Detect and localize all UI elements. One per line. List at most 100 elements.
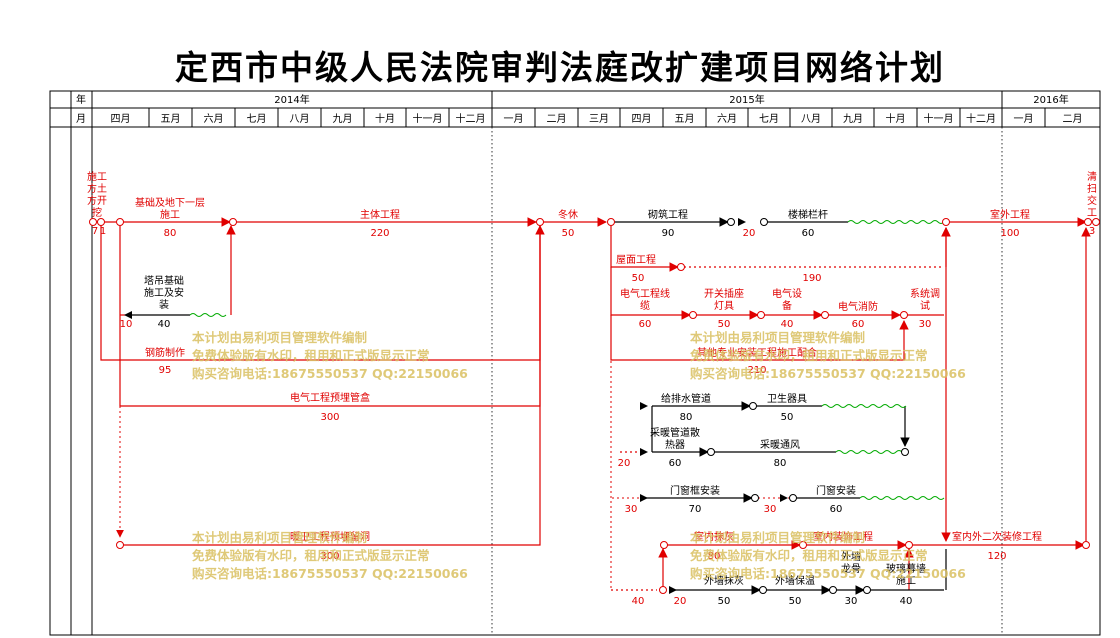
activity-duration: 30 (845, 596, 858, 607)
month-label: 四月 (111, 113, 131, 125)
header-year-2015: 2015年 (729, 93, 764, 106)
activity-name: 室内抹灰 (694, 530, 734, 543)
activity-name: 楼梯栏杆 (788, 208, 828, 221)
activity-name: 卫生器具 (767, 392, 807, 405)
activity-duration: 7 (92, 226, 98, 237)
watermark-line1: 本计划由易利项目管理软件编制 (192, 530, 367, 545)
activity-name: 热器 (665, 438, 685, 451)
activity-duration: 120 (987, 551, 1006, 562)
activity-duration: 60 (852, 319, 865, 330)
activity-duration: 40 (158, 319, 171, 330)
activity-name: 暖卫工程预埋留洞 (290, 530, 370, 543)
activity-duration: 50 (781, 412, 794, 423)
month-label: 十一月 (413, 112, 443, 125)
activity-duration: 70 (689, 504, 702, 515)
activity-name: 采暖管道散 (650, 426, 700, 439)
month-label: 五月 (675, 113, 695, 125)
activity-name: 基础及地下一层 (135, 196, 205, 209)
watermark-line2: 免费体验版有水印，租用和正式版显示正常 (690, 548, 928, 563)
watermark-line3: 购买咨询电话:18675550537 QQ:22150066 (192, 366, 468, 381)
month-labels: 四月五月六月七月八月九月十月十一月十二月一月二月三月四月五月六月七月八月九月十月… (111, 112, 1083, 125)
activity-duration: 60 (639, 319, 652, 330)
activity-name: 门窗框安装 (670, 484, 720, 497)
activity-name: 方开 (87, 194, 107, 207)
watermark-line3: 购买咨询电话:18675550537 QQ:22150066 (192, 566, 468, 581)
activity-duration: 20 (618, 458, 631, 469)
activity-name: 方土 (87, 182, 107, 195)
month-label: 八月 (290, 113, 310, 125)
month-label: 三月 (589, 113, 609, 125)
normal-links (132, 217, 947, 595)
activity-name: 外墙保温 (775, 574, 815, 587)
activity-name: 备 (782, 299, 792, 312)
activity-name: 其他专业安装工程施工配合 (697, 346, 817, 359)
activity-duration: 10 (120, 319, 133, 330)
activity-duration: 95 (159, 365, 172, 376)
activity-name: 塔吊基础 (144, 274, 184, 287)
month-label: 十一月 (924, 112, 954, 125)
page-title: 定西市中级人民法院审判法庭改扩建项目网络计划 (175, 48, 945, 87)
activity-name: 装 (159, 298, 169, 311)
event-nodes (89, 218, 1100, 594)
activity-duration: 80 (708, 551, 721, 562)
activity-duration: 30 (625, 504, 638, 515)
year-dividers (491, 127, 1003, 635)
activity-duration: 100 (1000, 228, 1019, 239)
watermark-line2: 免费体验版有水印，租用和正式版显示正常 (192, 348, 430, 363)
activity-name: 采暖通风 (760, 438, 800, 451)
month-label: 九月 (843, 113, 863, 125)
watermark-line2: 免费体验版有水印，租用和正式版显示正常 (690, 348, 928, 363)
activity-name: 屋面工程 (616, 254, 656, 266)
month-label: 六月 (204, 113, 224, 125)
activity-duration: 30 (764, 504, 777, 515)
activity-name: 交 (1087, 194, 1097, 207)
activity-duration: 50 (789, 596, 802, 607)
activity-name: 冬休 (558, 208, 578, 221)
watermark-line3: 购买咨询电话:18675550537 QQ:22150066 (690, 366, 966, 381)
activity-name: 钢筋制作 (145, 346, 185, 359)
activity-duration: 60 (669, 458, 682, 469)
month-label: 十月 (375, 112, 395, 125)
activity-name: 室内外二次装修工程 (952, 530, 1042, 543)
activity-name: 外墙抹灰 (704, 574, 744, 587)
month-label: 七月 (759, 113, 779, 125)
month-label: 八月 (801, 113, 821, 125)
activity-name: 电气设 (772, 287, 802, 300)
watermark-line2: 免费体验版有水印，租用和正式版显示正常 (192, 548, 430, 563)
month-label: 二月 (547, 113, 567, 125)
header-year-2014: 2014年 (274, 93, 309, 106)
activity-name: 砌筑工程 (648, 208, 688, 221)
activity-name: 玻璃幕墙 (886, 562, 926, 575)
month-label: 四月 (632, 113, 652, 125)
activity-duration: 80 (774, 458, 787, 469)
month-dividers (148, 108, 1046, 127)
activity-name: 施工 (87, 170, 107, 183)
activity-duration: 1 (100, 226, 106, 237)
activity-duration: 40 (781, 319, 794, 330)
activity-name: 灯具 (714, 300, 734, 312)
watermark-line1: 本计划由易利项目管理软件编制 (192, 330, 367, 345)
watermark-line3: 购买咨询电话:18675550537 QQ:22150066 (690, 566, 966, 581)
activity-name: 龙骨 (841, 562, 861, 575)
activity-duration: 210 (747, 365, 766, 376)
watermark-line1: 本计划由易利项目管理软件编制 (690, 330, 865, 345)
activity-duration: 90 (662, 228, 675, 239)
activity-name: 电气消防 (838, 300, 878, 313)
activity-duration: 220 (370, 228, 389, 239)
month-label: 二月 (1063, 113, 1083, 125)
activity-duration: 50 (718, 319, 731, 330)
activity-duration: 50 (562, 228, 575, 239)
activity-name: 挖 (92, 206, 102, 219)
activity-duration: 300 (320, 412, 339, 423)
activity-name: 扫 (1087, 182, 1097, 195)
activity-name: 主体工程 (360, 209, 400, 221)
activity-duration: 60 (830, 504, 843, 515)
activity-name: 系统调 (910, 287, 940, 300)
activity-name: 室内装饰工程 (813, 530, 873, 543)
month-label: 十月 (886, 112, 906, 125)
month-label: 九月 (333, 113, 353, 125)
free-float-lines (189, 220, 945, 500)
month-label: 十二月 (456, 112, 486, 125)
timescale-frame (49, 90, 1101, 636)
